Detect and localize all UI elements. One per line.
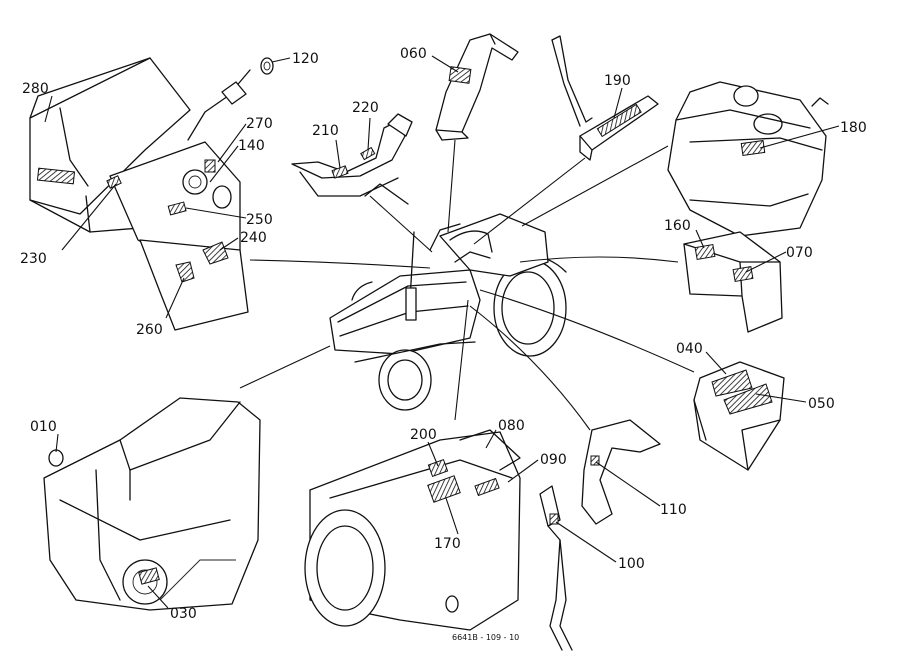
- callout-240: 240: [240, 230, 267, 246]
- fender-part-110: [581, 419, 661, 525]
- fender-part-060: [435, 33, 519, 141]
- cover-part-040-050: [693, 361, 785, 471]
- callout-010: 010: [30, 419, 57, 435]
- callout-060: 060: [400, 46, 427, 62]
- transmission-part: [304, 429, 521, 631]
- callout-050: 050: [808, 396, 835, 412]
- callout-080: 080: [498, 418, 525, 434]
- callout-190: 190: [604, 73, 631, 89]
- callout-100: 100: [618, 556, 645, 572]
- callout-pointers: [44, 55, 840, 609]
- callout-250: 250: [246, 212, 273, 228]
- callout-200: 200: [410, 427, 437, 443]
- callout-040: 040: [676, 341, 703, 357]
- callout-110: 110: [660, 502, 687, 518]
- callout-labels: 120 280 270 140 230 250 240 260 210 220 …: [20, 46, 867, 642]
- callout-070: 070: [786, 245, 813, 261]
- callout-260: 260: [136, 322, 163, 338]
- callout-170: 170: [434, 536, 461, 552]
- callout-210: 210: [312, 123, 339, 139]
- callout-120: 120: [292, 51, 319, 67]
- callout-220: 220: [352, 100, 379, 116]
- lever-part-190: [551, 35, 659, 161]
- tractor-overview: [329, 213, 567, 411]
- callout-030: 030: [170, 606, 197, 622]
- floor-step-part: [291, 113, 413, 205]
- lever-part-100: [539, 485, 573, 651]
- instrument-panel: [29, 57, 274, 331]
- leader-lines: [239, 139, 695, 431]
- callout-090: 090: [540, 452, 567, 468]
- engine-part-010-030: [43, 397, 261, 611]
- callout-140: 140: [238, 138, 265, 154]
- drawing-code: 6641B - 109 - 10: [452, 633, 519, 642]
- fuel-tank-part-180: [667, 81, 829, 237]
- cover-part-160-070: [683, 231, 783, 333]
- callout-280: 280: [22, 81, 49, 97]
- callout-270: 270: [246, 116, 273, 132]
- callout-230: 230: [20, 251, 47, 267]
- callout-160: 160: [664, 218, 691, 234]
- callout-180: 180: [840, 120, 867, 136]
